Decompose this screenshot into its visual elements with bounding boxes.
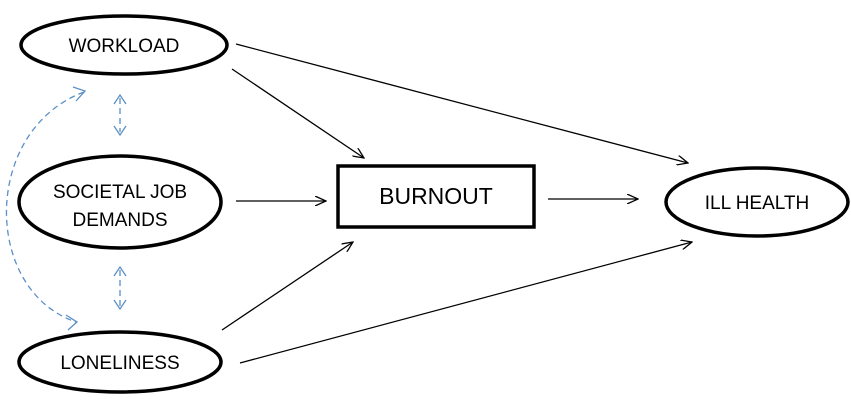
arrow-loneliness-to-ill-health [239,242,692,364]
societal-job-demands-label-line1: SOCIETAL JOB [53,182,187,203]
societal-job-demands-label-line2: DEMANDS [72,210,167,231]
arrow-loneliness-to-burnout [221,242,353,331]
node-ill-health: ILL HEALTH [664,166,850,238]
arrow-workload-to-ill-health [235,43,688,163]
ill-health-label: ILL HEALTH [705,193,810,214]
loneliness-label: LONELINESS [60,353,179,374]
arrow-workload-to-burnout [231,68,364,158]
node-workload: WORKLOAD [19,14,229,76]
workload-label: WORKLOAD [69,36,180,57]
node-loneliness: LONELINESS [17,330,223,394]
correlation-societal-demands-loneliness [113,265,127,311]
correlation-workload-societal-demands [113,93,127,137]
node-burnout: BURNOUT [336,164,536,229]
correlation-workload-loneliness [5,86,87,331]
burnout-label: BURNOUT [379,183,493,209]
node-societal-job-demands: SOCIETAL JOB DEMANDS [17,154,223,250]
